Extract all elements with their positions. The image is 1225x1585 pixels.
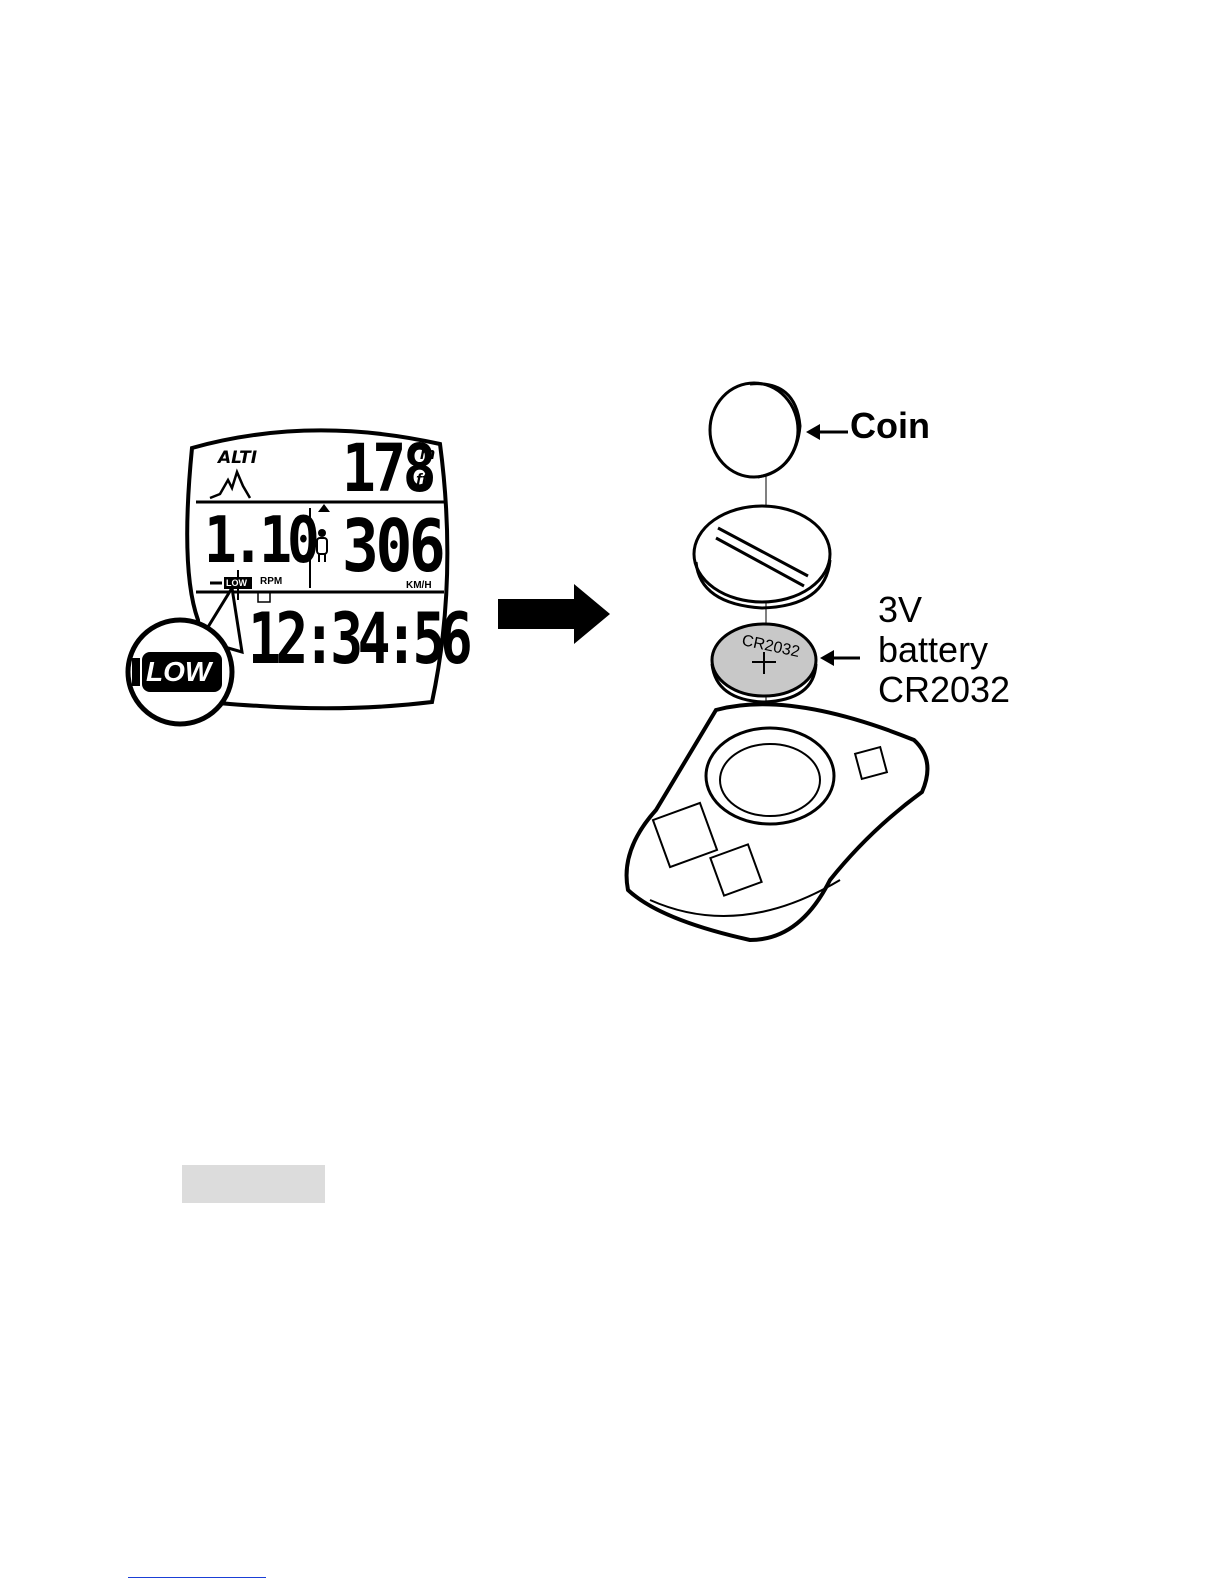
battery-label-voltage: 3V	[878, 590, 1010, 630]
left-value: 1.10	[204, 504, 315, 578]
rpm-label: RPM	[260, 576, 282, 587]
low-zoom-label: LOW	[146, 656, 211, 688]
battery-label-word: battery	[878, 630, 1010, 670]
battery-label: 3V battery CR2032	[878, 590, 1010, 710]
altitude-unit-m: m	[420, 444, 435, 464]
speed-unit: KM/H	[406, 580, 432, 591]
right-arrow-icon	[498, 584, 610, 644]
battery-cap-illustration	[694, 506, 830, 608]
coin-illustration	[710, 383, 800, 477]
clock-value: 12:34:56	[248, 598, 467, 680]
coin-pointer-arrow	[806, 424, 848, 440]
mode-label: ALTI	[218, 448, 257, 468]
low-indicator: LOW	[226, 577, 247, 589]
footer-link-underline	[128, 1577, 266, 1578]
coin-label: Coin	[850, 405, 930, 447]
altitude-value: 178	[342, 430, 433, 507]
sensor-mount-base-illustration	[627, 704, 928, 940]
battery-pointer-arrow	[820, 650, 860, 666]
lcd-display-illustration: ALTI 178 m ft 1.10 306 KM/H LOW RPM 12:3…	[110, 420, 450, 760]
altitude-unit-ft: ft	[416, 470, 427, 490]
battery-label-model: CR2032	[878, 670, 1010, 710]
gray-highlight-box	[182, 1165, 325, 1203]
speed-value: 306	[342, 504, 442, 588]
